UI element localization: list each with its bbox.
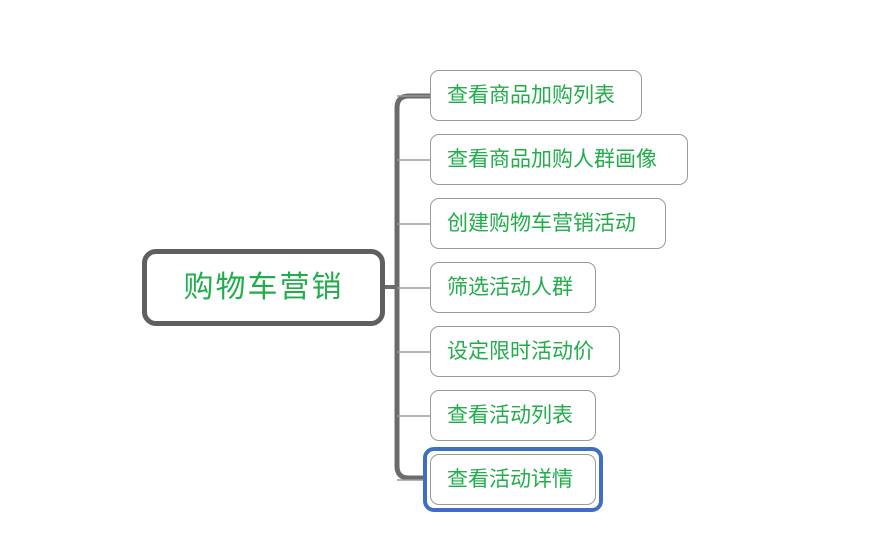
child-node-6[interactable]: 查看活动列表 xyxy=(430,390,596,441)
child-node-label: 筛选活动人群 xyxy=(447,275,573,299)
child-node-label: 查看商品加购人群画像 xyxy=(447,147,657,171)
child-node-4[interactable]: 筛选活动人群 xyxy=(430,262,596,313)
child-node-label: 查看活动详情 xyxy=(447,467,573,491)
trunk-line xyxy=(394,93,430,481)
child-node-label: 查看活动列表 xyxy=(447,403,573,427)
root-node-label: 购物车营销 xyxy=(183,269,344,305)
child-node-7[interactable]: 查看活动详情 xyxy=(430,454,596,505)
root-node[interactable]: 购物车营销 xyxy=(142,249,385,326)
child-node-3[interactable]: 创建购物车营销活动 xyxy=(430,198,666,249)
child-node-label: 创建购物车营销活动 xyxy=(447,211,636,235)
child-node-label: 设定限时活动价 xyxy=(447,339,594,363)
child-node-1[interactable]: 查看商品加购列表 xyxy=(430,70,642,121)
child-node-5[interactable]: 设定限时活动价 xyxy=(430,326,620,377)
branch-lines xyxy=(397,95,430,481)
child-node-2[interactable]: 查看商品加购人群画像 xyxy=(430,134,688,185)
child-node-label: 查看商品加购列表 xyxy=(447,83,615,107)
